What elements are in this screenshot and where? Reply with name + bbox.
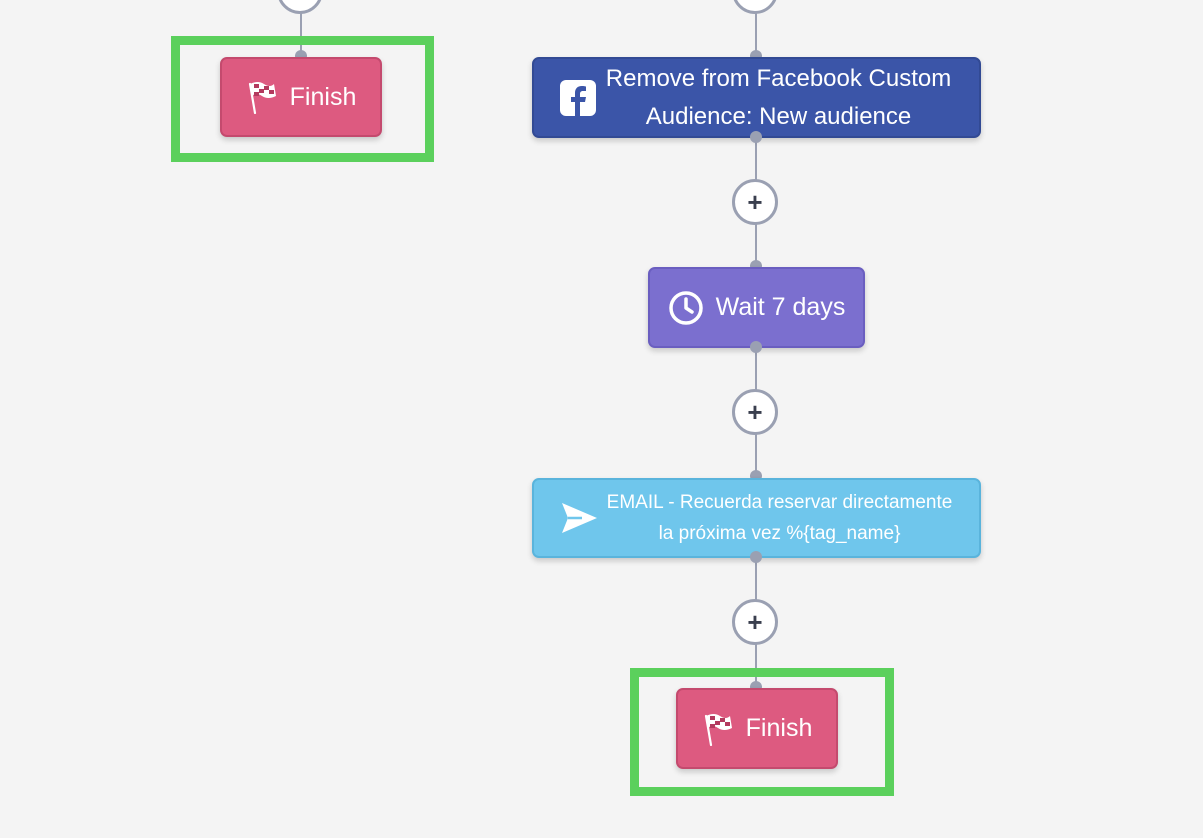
email-step[interactable]: EMAIL - Recuerda reservar directamente l… bbox=[532, 478, 981, 558]
email-step-line2: la próxima vez %{tag_name} bbox=[658, 523, 901, 544]
connector-dot bbox=[750, 341, 762, 353]
finish-label: Finish bbox=[745, 714, 813, 742]
clock-icon bbox=[668, 290, 704, 326]
add-step-button[interactable]: + bbox=[732, 179, 778, 225]
connector-dot bbox=[750, 131, 762, 143]
add-step-button[interactable]: + bbox=[732, 599, 778, 645]
facebook-audience-step[interactable]: Remove from Facebook Custom Audience: Ne… bbox=[532, 57, 981, 138]
connector-dot bbox=[750, 551, 762, 563]
checkered-flag-icon bbox=[246, 80, 276, 114]
facebook-step-line2: Audience: New audience bbox=[645, 102, 912, 130]
facebook-icon bbox=[560, 79, 596, 116]
finish-label: Finish bbox=[289, 82, 357, 111]
checkered-flag-icon bbox=[702, 712, 732, 746]
wait-label: Wait 7 days bbox=[715, 293, 846, 321]
add-step-button[interactable]: + bbox=[732, 389, 778, 435]
facebook-step-line1: Remove from Facebook Custom bbox=[605, 64, 952, 92]
send-icon bbox=[560, 501, 598, 535]
email-step-line1: EMAIL - Recuerda reservar directamente bbox=[606, 492, 953, 513]
finish-node-left[interactable]: Finish bbox=[220, 57, 382, 137]
add-step-button[interactable]: + bbox=[277, 0, 323, 14]
finish-node-right[interactable]: Finish bbox=[676, 688, 838, 769]
wait-step[interactable]: Wait 7 days bbox=[648, 267, 865, 348]
connector-line bbox=[300, 0, 302, 58]
add-step-button[interactable]: + bbox=[732, 0, 778, 14]
